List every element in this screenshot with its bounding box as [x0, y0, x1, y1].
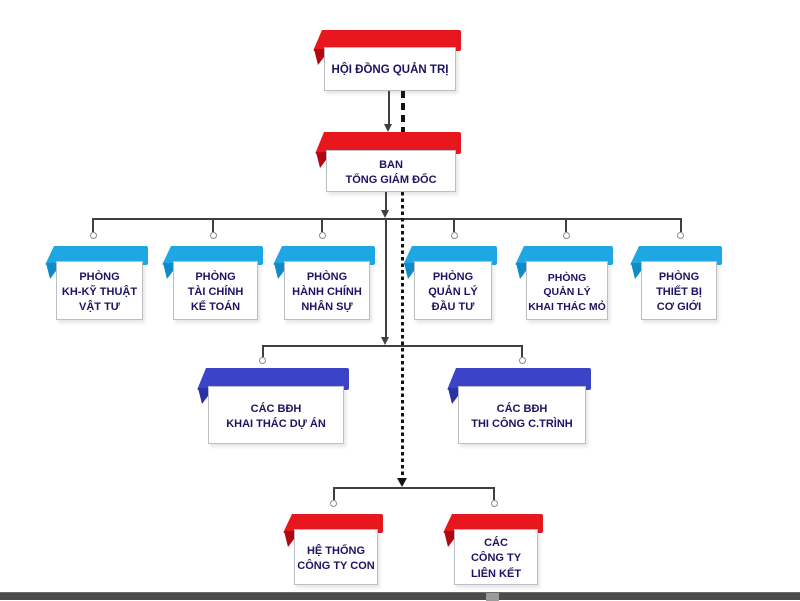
- ribbon-banner: [630, 246, 722, 265]
- junction-circle-dept-4: [451, 232, 458, 239]
- connector-center-stem: [385, 219, 387, 337]
- ribbon-banner: [273, 246, 375, 265]
- ribbon-banner: [447, 368, 591, 390]
- org-node-board-of-directors: HỘI ĐỒNG QUẢN TRỊ: [313, 30, 461, 91]
- ribbon-banner: [443, 514, 543, 533]
- ribbon-banner: [45, 246, 148, 265]
- connector-center-arrowhead: [381, 337, 389, 345]
- drop-mb-left: [262, 345, 264, 357]
- drop-dept-5: [565, 218, 567, 232]
- connector-executive-arrowhead: [381, 210, 389, 218]
- ribbon-banner: [403, 246, 497, 265]
- drop-dept-2: [212, 218, 214, 232]
- bottom-scrollbar[interactable]: [0, 592, 800, 601]
- drop-co-left: [333, 487, 335, 500]
- companies-rail: [333, 487, 495, 489]
- ribbon-banner: [283, 514, 383, 533]
- drop-co-right: [493, 487, 495, 500]
- junction-circle-dept-6: [677, 232, 684, 239]
- ribbon-banner: [313, 30, 461, 51]
- junction-circle-dept-1: [90, 232, 97, 239]
- junction-circle-dept-5: [563, 232, 570, 239]
- connector-executive-stem: [385, 192, 387, 211]
- connector-dotted-line: [401, 192, 404, 478]
- node-body: HỘI ĐỒNG QUẢN TRỊ: [324, 47, 456, 91]
- scrollbar-thumb-divider[interactable]: [486, 593, 499, 601]
- junction-circle-dept-2: [210, 232, 217, 239]
- junction-circle-co-left: [330, 500, 337, 507]
- connector-dotted-arrowhead: [397, 478, 407, 487]
- drop-dept-3: [321, 218, 323, 232]
- department-rail: [92, 218, 682, 220]
- junction-circle-mb-left: [259, 357, 266, 364]
- connector-board-to-executive-dashed-line: [401, 91, 405, 133]
- drop-mb-right: [521, 345, 523, 357]
- junction-circle-co-right: [491, 500, 498, 507]
- connector-board-to-executive-line: [388, 91, 390, 125]
- ribbon-banner: [197, 368, 349, 390]
- management-board-rail: [262, 345, 523, 347]
- ribbon-banner: [315, 132, 461, 154]
- drop-dept-4: [453, 218, 455, 232]
- junction-circle-dept-3: [319, 232, 326, 239]
- ribbon-banner: [515, 246, 613, 265]
- drop-dept-6: [680, 218, 682, 232]
- ribbon-banner: [162, 246, 263, 265]
- connector-board-to-executive-arrowhead: [384, 124, 392, 132]
- drop-dept-1: [92, 218, 94, 232]
- junction-circle-mb-right: [519, 357, 526, 364]
- node-label: HỘI ĐỒNG QUẢN TRỊ: [331, 64, 449, 77]
